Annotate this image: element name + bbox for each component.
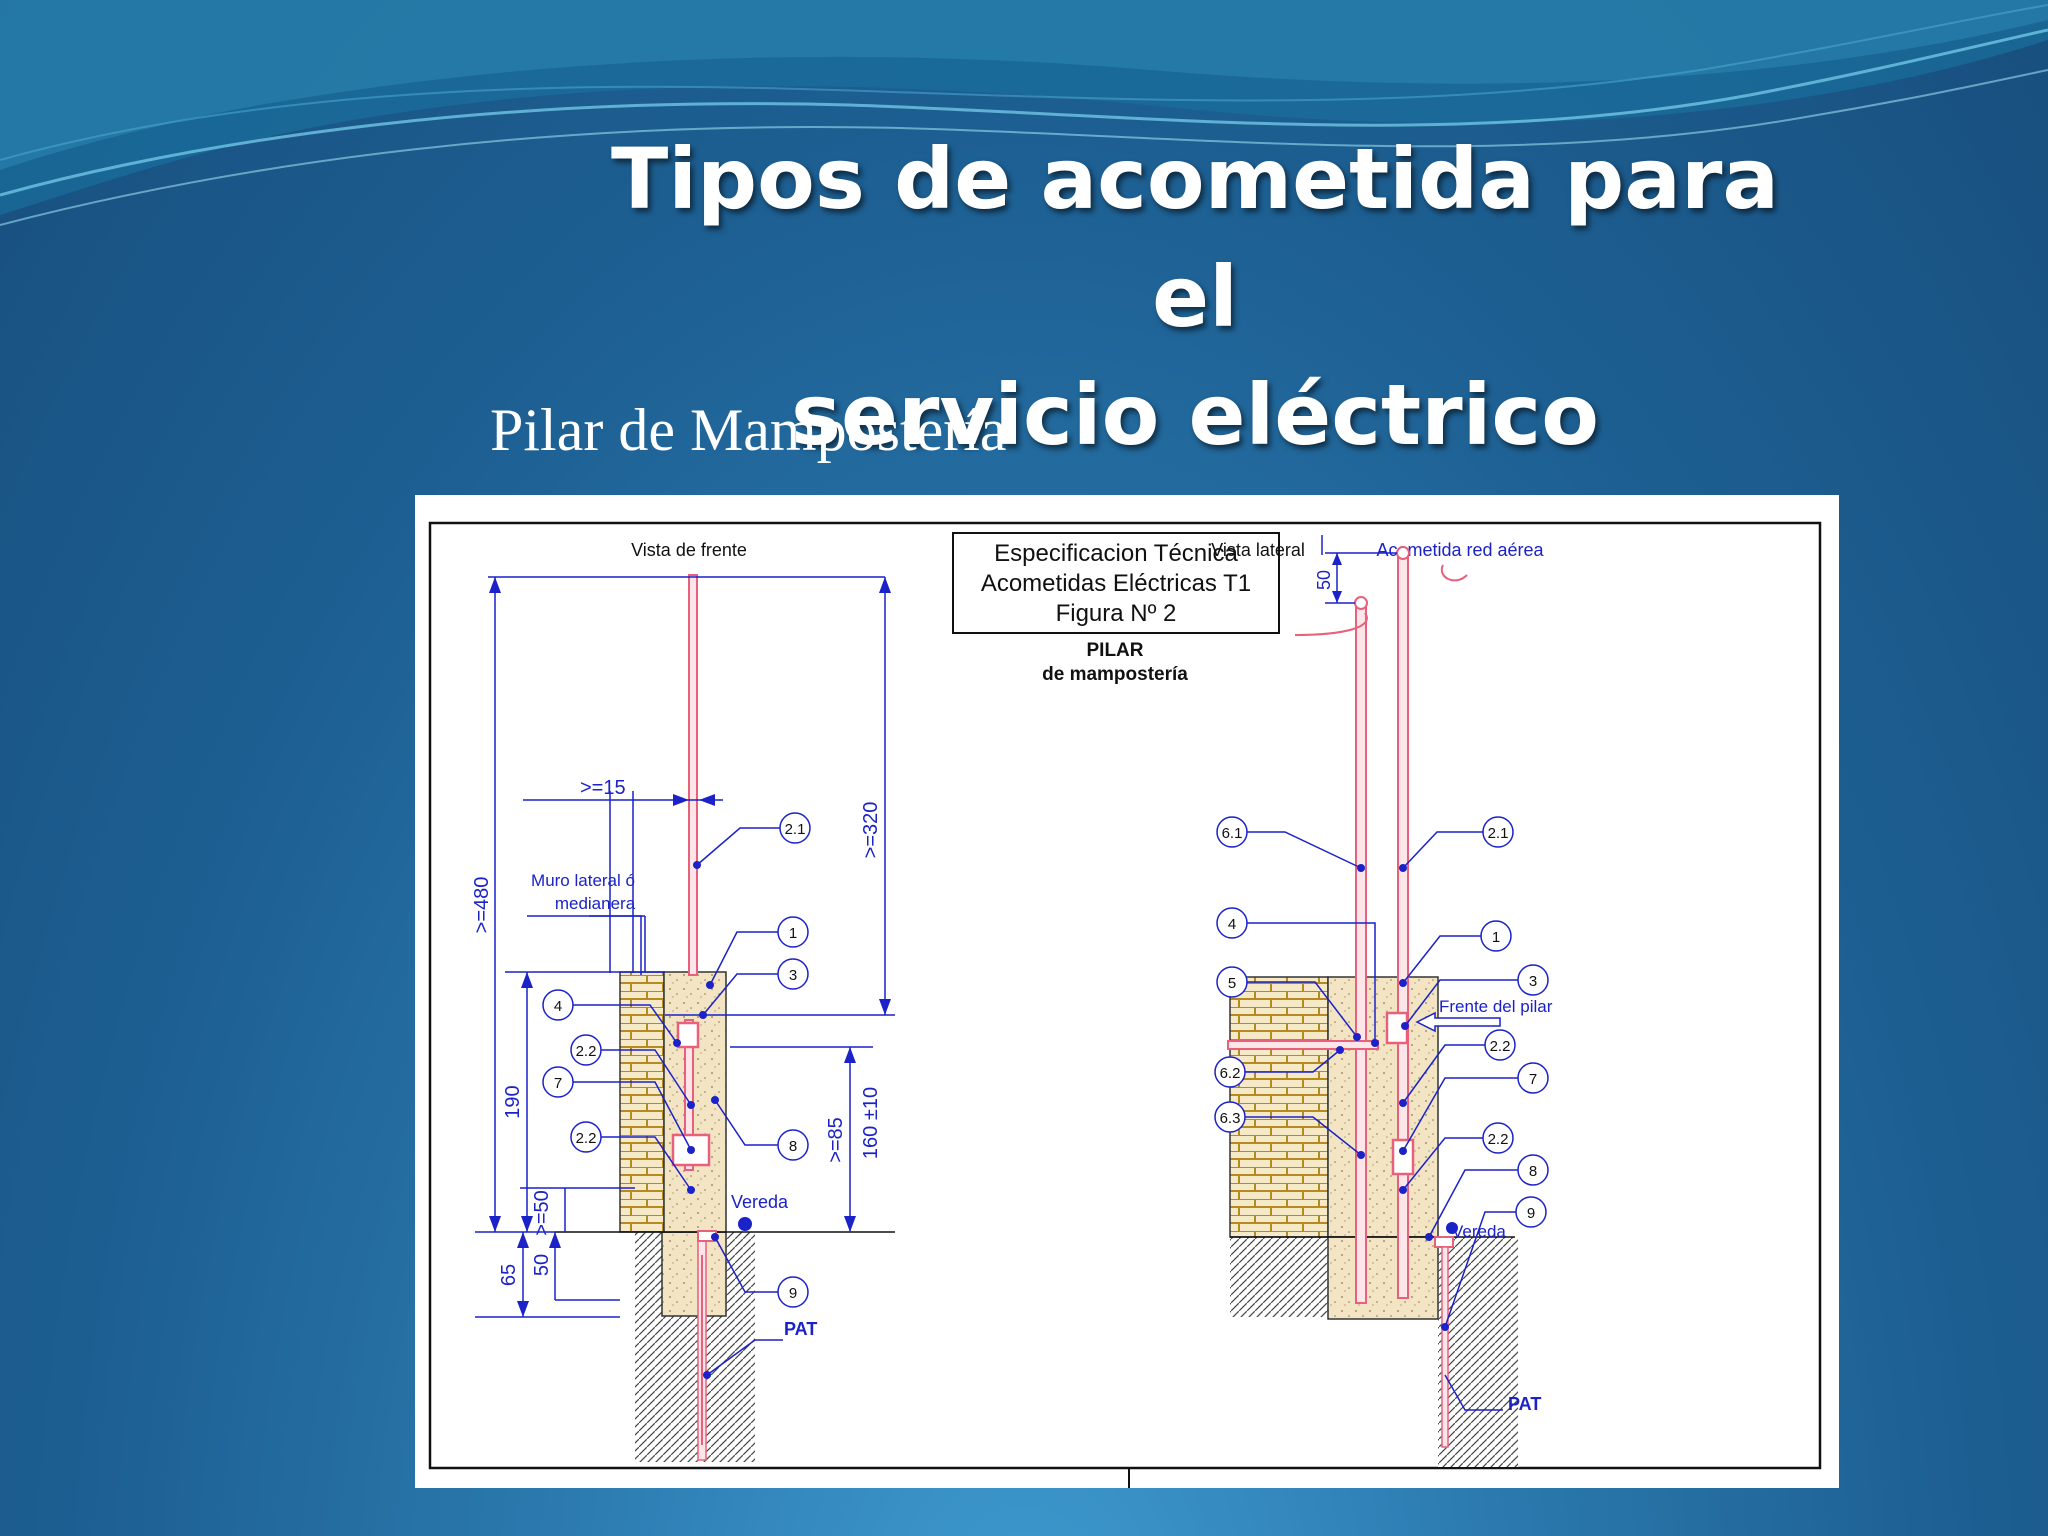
front-dim-160: 160 ±10: [860, 1087, 882, 1159]
side-view: Vista lateral Acometida red aérea: [1211, 535, 1553, 1467]
front-dim-15: >=15: [580, 777, 626, 799]
svg-text:6.1: 6.1: [1222, 825, 1243, 842]
svg-text:2.2: 2.2: [1490, 1038, 1511, 1055]
svg-text:8: 8: [1529, 1163, 1537, 1180]
side-breaker-box: [1391, 1138, 1415, 1176]
front-meter-box: [676, 1021, 700, 1049]
wall-label-1: Muro lateral ó: [531, 871, 635, 890]
callout-6-1: 6.1: [1216, 816, 1248, 848]
svg-text:7: 7: [554, 1075, 562, 1092]
side-brick-wall: [1229, 976, 1329, 1238]
front-callouts: 2.1 1 3 4 2.2 7 8 2.2 9: [542, 812, 811, 1308]
front-dim-320: >=320: [860, 802, 882, 859]
svg-text:2.1: 2.1: [785, 821, 806, 838]
spec-line-1: Especificacion Técnica: [994, 540, 1238, 567]
callout-side-1: 1: [1480, 920, 1512, 952]
callout-7: 7: [542, 1066, 574, 1098]
wave-decoration: [0, 0, 2048, 226]
front-view-label: Vista de frente: [631, 540, 747, 560]
callout-2-2b: 2.2: [570, 1121, 602, 1153]
svg-text:4: 4: [1228, 916, 1236, 933]
callout-side-7: 7: [1517, 1062, 1549, 1094]
callout-4: 4: [542, 989, 574, 1021]
callout-side-8: 8: [1517, 1154, 1549, 1186]
svg-text:2.2: 2.2: [576, 1043, 597, 1060]
svg-text:2.1: 2.1: [1488, 825, 1509, 842]
callout-1: 1: [777, 916, 809, 948]
title-line-1: Tipos de acometida para el: [610, 130, 1780, 346]
svg-text:4: 4: [554, 998, 562, 1015]
spec-line-3: Figura Nº 2: [1056, 600, 1177, 627]
svg-text:1: 1: [789, 925, 797, 942]
svg-text:6.2: 6.2: [1220, 1065, 1241, 1082]
frente-arrow: [1415, 1011, 1501, 1033]
side-callouts: 6.1 2.1 4 1 5 3 6.2 2.2 6.3 7 2.2 8 9: [1214, 816, 1549, 1228]
spec-line-2: Acometidas Eléctricas T1: [981, 570, 1251, 597]
pilar-label-1: PILAR: [1087, 640, 1144, 661]
callout-5: 5: [1216, 966, 1248, 998]
callout-side-2-1: 2.1: [1482, 816, 1514, 848]
svg-text:2.2: 2.2: [576, 1130, 597, 1147]
front-dim-50a: >=50: [531, 1190, 553, 1236]
side-foundation: [1327, 1236, 1439, 1320]
svg-text:5: 5: [1228, 975, 1236, 992]
slide-subtitle: Pilar de Mampostería: [490, 397, 1007, 463]
side-pat: PAT: [1508, 1394, 1541, 1414]
front-view: Vista de frente: [471, 540, 895, 1462]
technical-drawing: Especificacion Técnica Acometidas Eléctr…: [415, 495, 1839, 1488]
front-pat: PAT: [784, 1319, 817, 1339]
callout-2-2a: 2.2: [570, 1034, 602, 1066]
front-dim-85: >=85: [825, 1117, 847, 1163]
aerial-label: Acometida red aérea: [1376, 540, 1544, 560]
front-brick-wall: [619, 971, 665, 1233]
pilar-label-2: de mampostería: [1042, 664, 1188, 685]
callout-side-2-2b: 2.2: [1482, 1122, 1514, 1154]
front-mast-pipe: [688, 574, 698, 976]
callout-2-1: 2.1: [779, 812, 811, 844]
svg-text:1: 1: [1492, 929, 1500, 946]
side-dim-50: 50: [1314, 570, 1334, 590]
side-pipe-6-1: [1355, 602, 1367, 1304]
callout-side-2-2a: 2.2: [1484, 1029, 1516, 1061]
front-foundation: [661, 1231, 727, 1317]
svg-text:7: 7: [1529, 1071, 1537, 1088]
side-pat-rod: [1441, 1246, 1449, 1448]
side-soil-right: [1438, 1237, 1518, 1467]
side-vereda: Vereda: [1452, 1222, 1506, 1241]
callout-6-2: 6.2: [1214, 1056, 1246, 1088]
svg-text:2.2: 2.2: [1488, 1131, 1509, 1148]
callout-6-3: 6.3: [1214, 1101, 1246, 1133]
svg-text:9: 9: [789, 1285, 797, 1302]
side-conduit-6-2: [1227, 1040, 1379, 1050]
svg-text:6.3: 6.3: [1220, 1110, 1241, 1127]
callout-3: 3: [777, 958, 809, 990]
side-view-label: Vista lateral: [1211, 540, 1305, 560]
front-dim-480: >=480: [471, 877, 493, 934]
svg-text:3: 3: [1529, 973, 1537, 990]
callout-side-4: 4: [1216, 907, 1248, 939]
front-dim-65: 65: [498, 1264, 520, 1286]
front-vereda: Vereda: [731, 1192, 789, 1212]
front-dim-50b: 50: [531, 1254, 553, 1276]
side-ground-box: [1434, 1236, 1454, 1248]
title-line-2: servicio eléctrico: [791, 366, 1599, 464]
frente-pilar-label: Frente del pilar: [1439, 997, 1553, 1016]
slide-title: Tipos de acometida para el servicio eléc…: [560, 120, 1830, 474]
sheet-border: [428, 521, 1822, 1470]
svg-text:9: 9: [1527, 1205, 1535, 1222]
spec-box: Especificacion Técnica Acometidas Eléctr…: [952, 532, 1280, 634]
side-pillar: [1327, 976, 1439, 1238]
svg-text:3: 3: [789, 967, 797, 984]
callout-8: 8: [777, 1129, 809, 1161]
callout-side-3: 3: [1517, 964, 1549, 996]
callout-9: 9: [777, 1276, 809, 1308]
wall-label-2: medianera: [555, 894, 636, 913]
svg-text:8: 8: [789, 1138, 797, 1155]
callout-side-9: 9: [1515, 1196, 1547, 1228]
front-dim-190: 190: [502, 1085, 524, 1118]
